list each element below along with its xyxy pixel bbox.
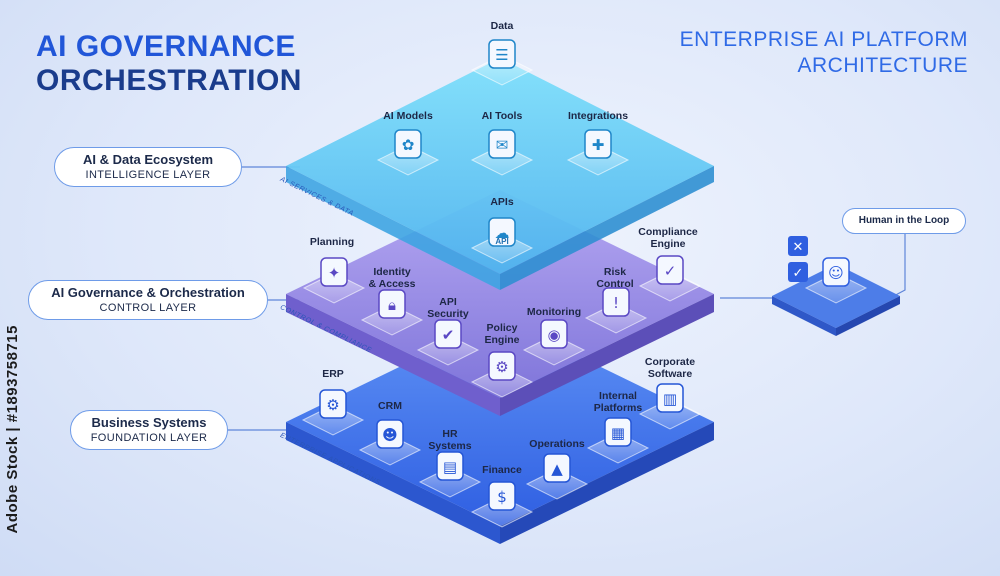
svg-text:☺: ☺ — [828, 264, 844, 282]
node-label-risk-control: Risk Control — [596, 266, 634, 290]
layer-sublabel: CONTROL LAYER — [99, 302, 197, 314]
svg-text:✔: ✔ — [442, 326, 455, 344]
document-shield-icon: ✓ — [638, 255, 702, 302]
node-tiles: ☰ ✿ ✉ ✚ ☁ ✦ 🔒︎ ✔ ⚙ ◉! ✓ ⚙ ☻ ▤ $ ▲ ▦ ▥ ☺ — [301, 39, 868, 528]
coin-chart-icon: $ — [470, 481, 534, 528]
node-label-ai-models: AI Models — [383, 110, 433, 122]
person-chat-icon: ☺ — [804, 257, 868, 304]
team-icon: ☻ — [358, 419, 422, 466]
node-label-data: Data — [490, 20, 514, 32]
document-gear-icon: ⚙ — [470, 351, 534, 398]
node-label-crm: CRM — [378, 400, 402, 412]
database-icon: ☰ — [470, 39, 534, 86]
node-label-compliance-engine: Compliance Engine — [638, 226, 698, 250]
svg-text:🔒︎: 🔒︎ — [388, 296, 396, 314]
dashboard-icon: ▦ — [586, 417, 650, 464]
brain-icon: ✿ — [376, 129, 440, 176]
node-label-corporate-software: Corporate Software — [644, 356, 696, 380]
subtitle-line2: ARCHITECTURE — [797, 54, 968, 77]
shield-check-icon: ✔ — [416, 319, 480, 366]
svg-text:✿: ✿ — [402, 136, 415, 154]
node-label-apis: APIs — [490, 196, 514, 208]
node-label-monitoring: Monitoring — [526, 306, 582, 318]
svg-text:⚙: ⚙ — [326, 396, 339, 414]
approve-icon — [788, 262, 808, 282]
node-label-hr-systems: HR Systems — [428, 428, 472, 452]
human-in-loop-label: Human in the Loop — [842, 208, 966, 234]
lock-icon: 🔒︎ — [360, 289, 424, 336]
node-label-integrations: Integrations — [567, 110, 629, 122]
svg-text:▦: ▦ — [611, 424, 625, 442]
svg-text:◉: ◉ — [547, 326, 560, 344]
node-label-identity-access: Identity & Access — [368, 266, 416, 290]
subtitle-line1: ENTERPRISE AI PLATFORM — [679, 28, 968, 51]
puzzle-icon: ✚ — [566, 129, 630, 176]
layer-pill-intelligence: AI & Data Ecosystem INTELLIGENCE LAYER — [54, 147, 242, 187]
node-label-planning: Planning — [309, 236, 355, 248]
svg-text:▤: ▤ — [443, 458, 457, 476]
svg-text:✚: ✚ — [592, 136, 605, 154]
api-badge: API — [495, 237, 508, 246]
eye-monitor-icon: ◉ — [522, 319, 586, 366]
layer-sublabel: FOUNDATION LAYER — [90, 432, 208, 444]
node-label-ai-tools: AI Tools — [481, 110, 523, 122]
svg-text:✓: ✓ — [664, 262, 677, 280]
svg-text:✉: ✉ — [496, 136, 509, 154]
svg-text:☻: ☻ — [382, 426, 398, 444]
api-cloud-icon: ☁ — [470, 217, 534, 264]
svg-text:!: ! — [613, 294, 619, 312]
layer-name: AI & Data Ecosystem — [82, 152, 214, 167]
layer-pill-foundation: Business Systems FOUNDATION LAYER — [70, 410, 228, 450]
network-icon: ✦ — [302, 257, 366, 304]
reject-icon — [788, 236, 808, 256]
node-label-policy-engine: Policy Engine — [484, 322, 520, 346]
server-gear-icon: ⚙ — [301, 389, 365, 436]
layer-name: AI Governance & Orchestration — [51, 285, 245, 300]
svg-text:☰: ☰ — [495, 46, 508, 64]
factory-icon: ▲ — [525, 453, 589, 500]
layer-control — [286, 190, 714, 416]
page-title-line1: AI GOVERNANCE — [36, 30, 296, 63]
approve-icon-glyph: ✓ — [793, 266, 804, 281]
reject-icon-glyph: ✕ — [793, 240, 804, 255]
id-card-icon: ▤ — [418, 451, 482, 498]
connector-hitl-label — [889, 234, 906, 299]
page-title-line2: ORCHESTRATION — [36, 64, 302, 97]
svg-text:▥: ▥ — [663, 390, 677, 408]
svg-text:☁: ☁ — [495, 224, 510, 242]
svg-text:▲: ▲ — [551, 460, 563, 478]
warning-icon: ! — [584, 287, 648, 334]
layer-name: Business Systems — [91, 415, 207, 430]
chat-bubble-icon: ✉ — [470, 129, 534, 176]
node-label-erp: ERP — [322, 368, 344, 380]
stock-id: Adobe Stock | #1893758715 — [4, 325, 21, 534]
layer-sublabel: INTELLIGENCE LAYER — [85, 169, 211, 181]
layer-pill-control: AI Governance & Orchestration CONTROL LA… — [28, 280, 268, 320]
svg-text:$: $ — [497, 488, 507, 506]
svg-text:✦: ✦ — [328, 264, 341, 282]
layer-foundation — [286, 318, 714, 544]
office-building-icon: ▥ — [638, 383, 702, 430]
node-label-operations: Operations — [529, 438, 585, 450]
node-label-internal-platforms: Internal Platforms — [593, 390, 643, 414]
node-label-api-security: API Security — [427, 296, 469, 320]
node-label-finance: Finance — [482, 464, 522, 476]
svg-text:⚙: ⚙ — [495, 358, 508, 376]
